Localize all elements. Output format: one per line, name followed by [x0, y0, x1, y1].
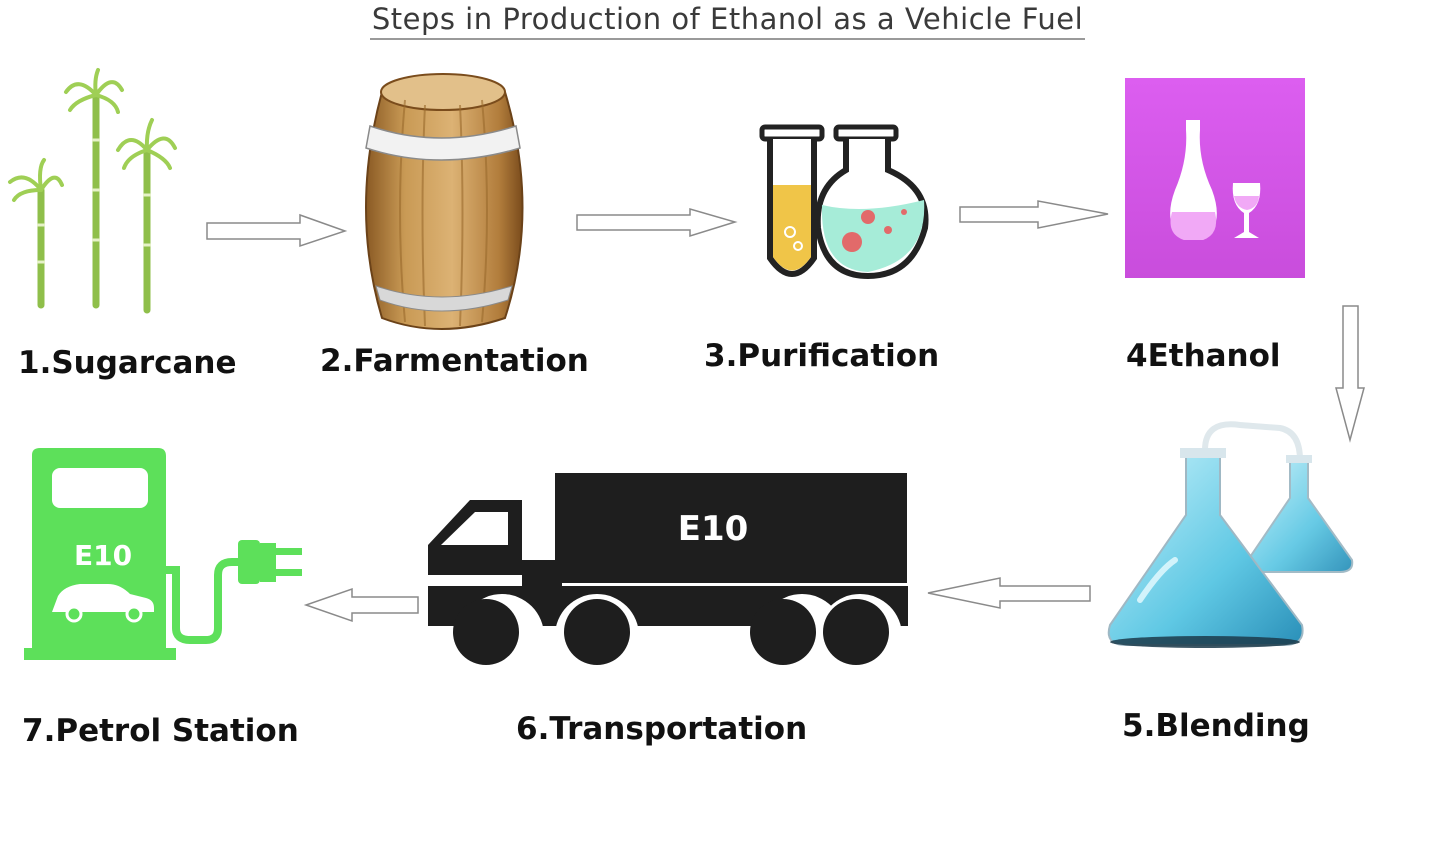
- ethanol-bottle-icon: [1125, 78, 1305, 278]
- step-label-purification: 3.Purification: [704, 338, 940, 374]
- sugarcane-icon: [8, 68, 177, 314]
- arrow-ethanol-to-blending: [1335, 305, 1365, 443]
- arrow-purification-to-ethanol: [959, 200, 1109, 229]
- step-label-sugarcane: 1.Sugarcane: [18, 345, 237, 381]
- step-label-fermentation: 2.Farmentation: [320, 343, 589, 379]
- fuel-pump-icon: E10: [24, 448, 302, 660]
- arrow-transportation-to-petrol-station: [303, 587, 419, 623]
- blending-flasks-icon: [1107, 421, 1354, 648]
- diagram-title: Steps in Production of Ethanol as a Vehi…: [0, 2, 1455, 40]
- arrow-sugarcane-to-fermentation: [206, 213, 348, 248]
- tanker-truck-icon: E10: [428, 473, 908, 665]
- step-label-blending: 5.Blending: [1122, 708, 1310, 744]
- truck-e10-label: E10: [678, 509, 749, 549]
- arrow-blending-to-transportation: [927, 577, 1091, 609]
- arrow-fermentation-to-purification: [576, 208, 738, 238]
- barrel-icon: [365, 73, 524, 330]
- step-label-transportation: 6.Transportation: [516, 711, 808, 747]
- step-label-ethanol: 4Ethanol: [1126, 338, 1281, 374]
- lab-flasks-icon: [759, 124, 929, 280]
- pump-e10-label: E10: [74, 539, 132, 572]
- step-label-petrol-station: 7.Petrol Station: [22, 713, 299, 749]
